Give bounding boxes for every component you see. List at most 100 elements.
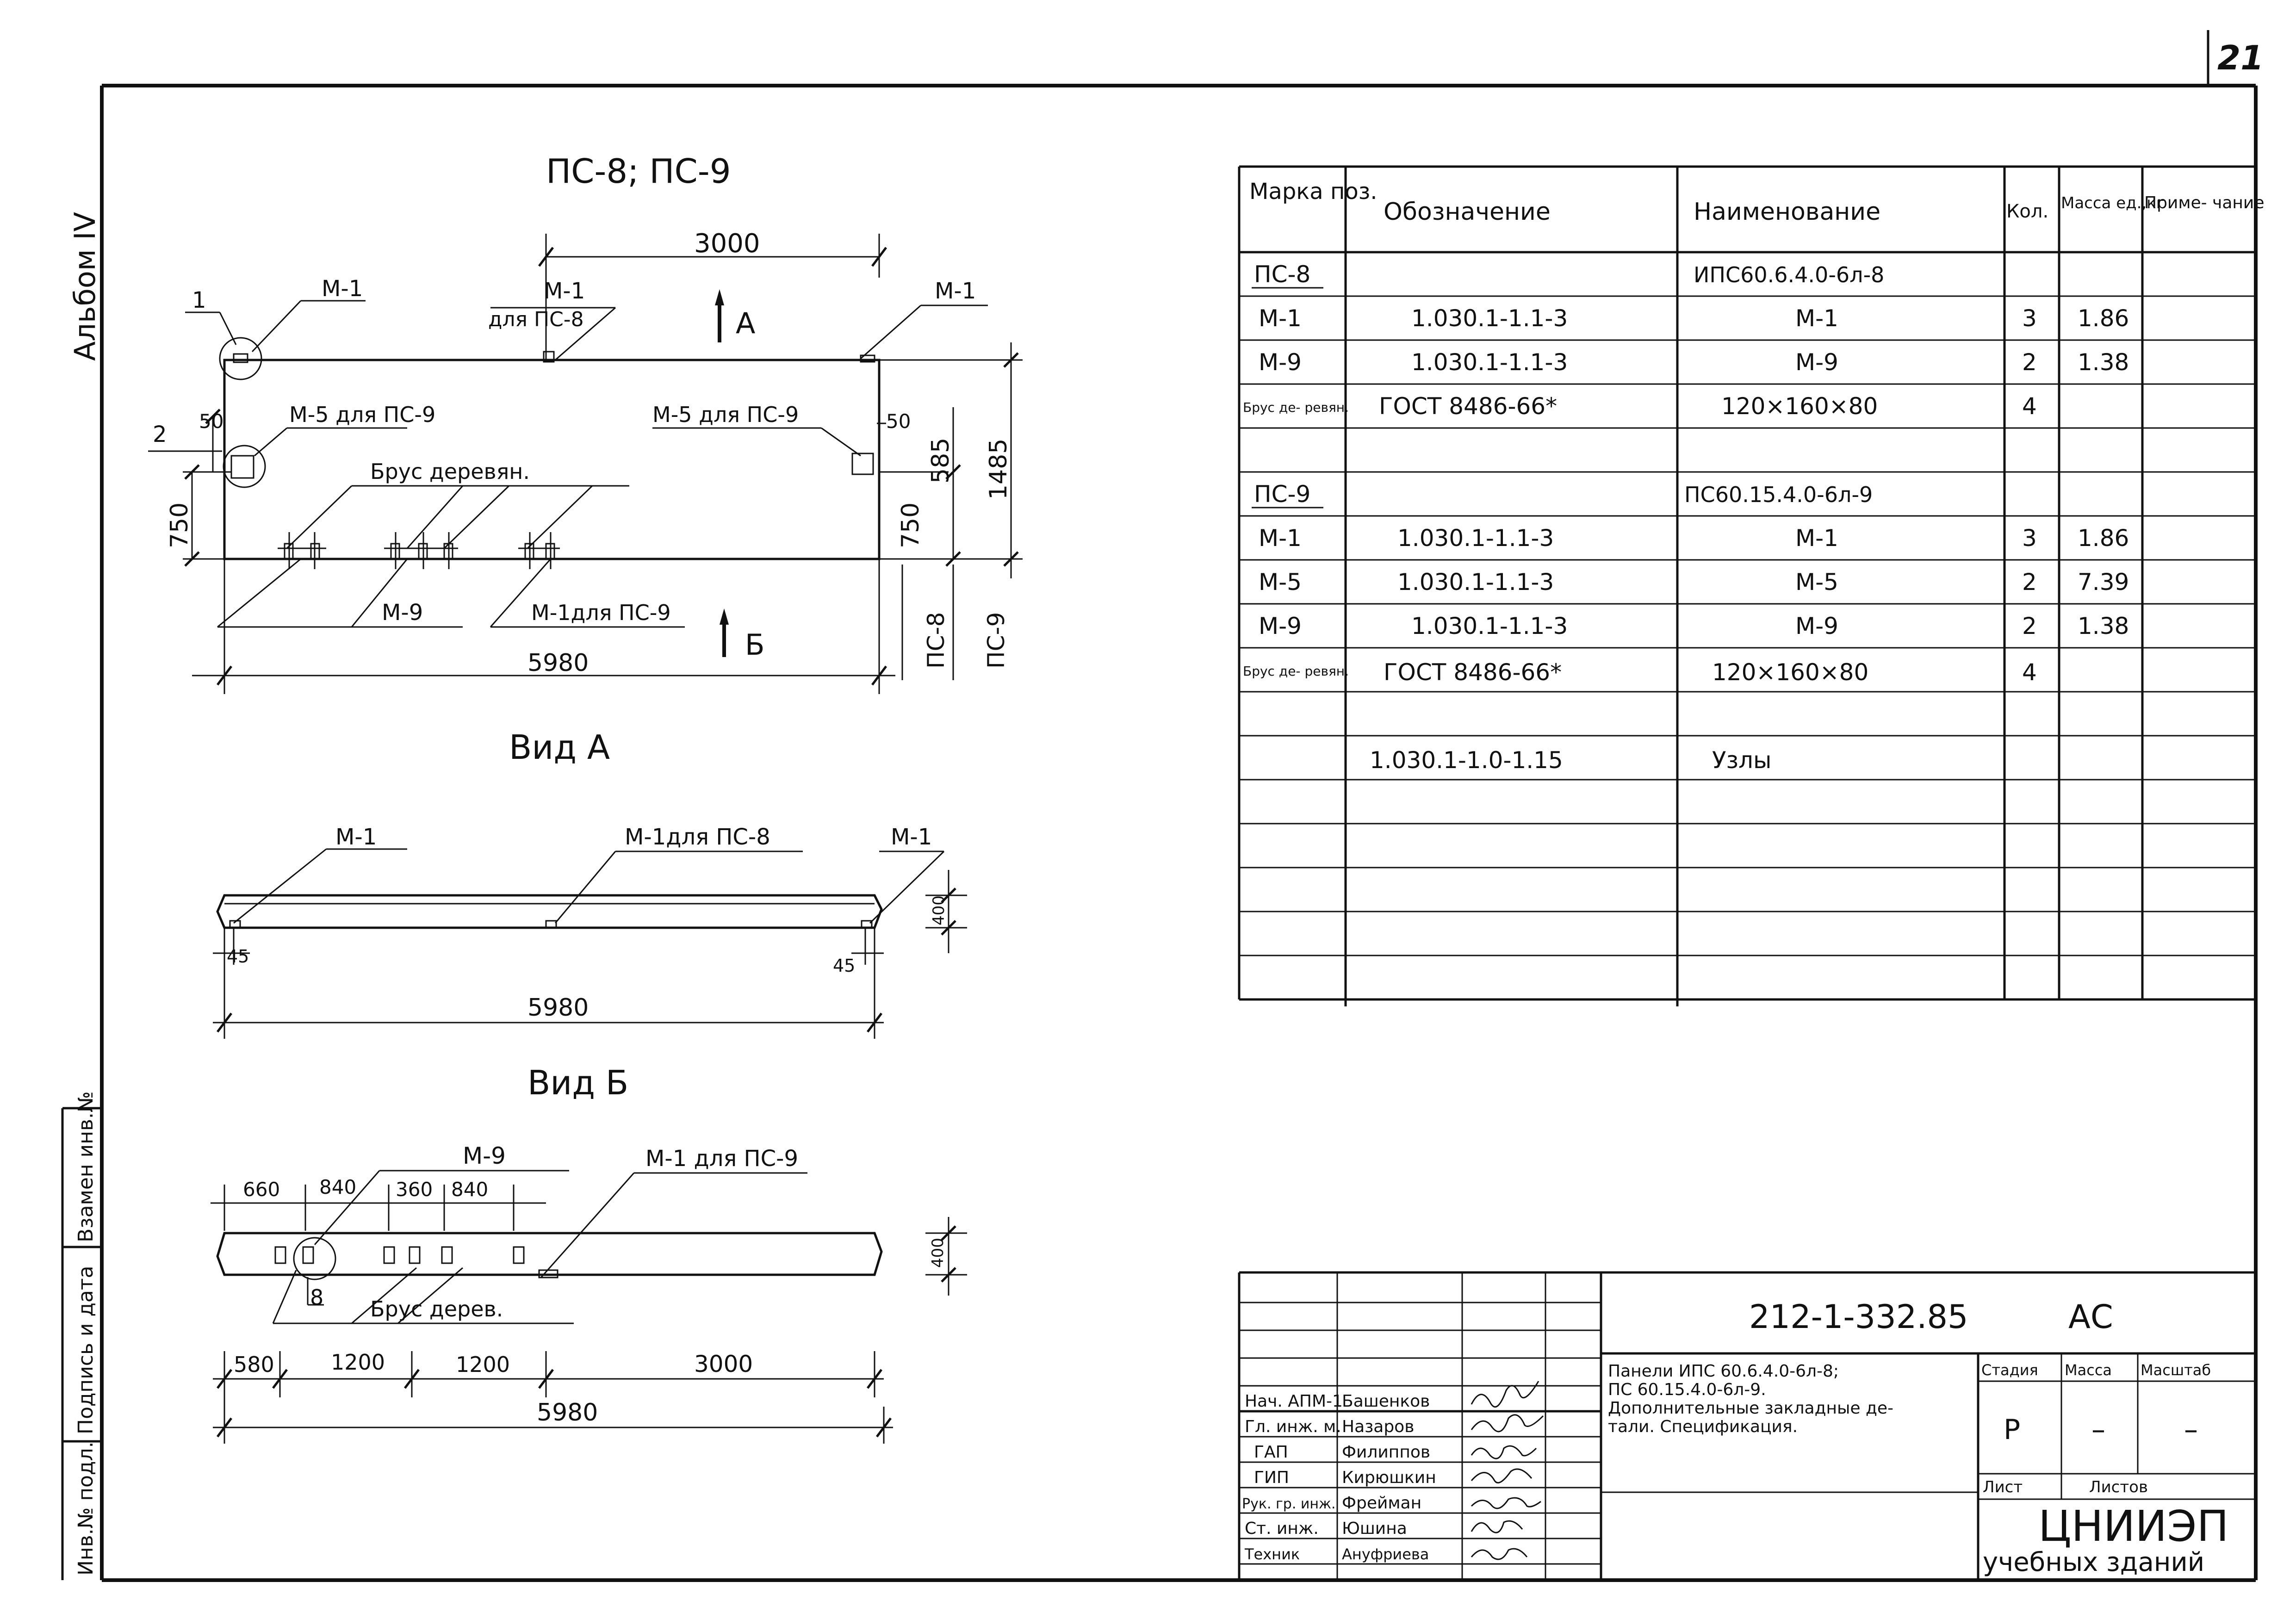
spec-cell-qty: 3 [2022, 305, 2037, 332]
spec-cell-qty: 4 [2022, 393, 2037, 420]
view-b-position-8: 8 [310, 1285, 323, 1310]
spec-cell-mass: 7.39 [2078, 569, 2129, 596]
view-a-label-m1-left: М-1 [335, 824, 377, 850]
label-m5-left: М-5 для ПС-9 [289, 402, 435, 427]
staff-name: Башенков [1342, 1392, 1430, 1411]
view-b-label-brus: Брус дерев. [370, 1297, 503, 1321]
spec-cell-mark: М-1 [1259, 525, 1302, 552]
spec-cell-mark: ПС-8 [1254, 261, 1310, 288]
scale-label: Масштаб [2141, 1361, 2211, 1379]
staff-role: Техник [1244, 1545, 1300, 1563]
main-drawing-title: ПС-8; ПС-9 [546, 152, 731, 191]
spec-cell-qty: 3 [2022, 525, 2037, 552]
view-b-dim-660: 660 [243, 1178, 280, 1201]
view-b-dim-400: 400 [929, 1238, 947, 1268]
document-suffix: АС [2068, 1298, 2113, 1336]
spec-header-note: Приме- чание [2144, 193, 2264, 212]
mass-value: – [2091, 1414, 2105, 1446]
sheet-number: 21 [2217, 38, 2264, 77]
stamp-replacement: Взамен инв.№ [74, 1091, 98, 1242]
view-a: Вид А М-1 М-1для ПС-8 М-1 400 45 45 [213, 728, 967, 1039]
view-b-dim-1200-a: 1200 [331, 1350, 385, 1375]
side-label-ps8: ПС-8 [923, 612, 949, 669]
staff-role: Рук. гр. инж. [1242, 1496, 1336, 1512]
spec-cell-name: М-1 [1795, 305, 1838, 332]
spec-row-lines [1239, 295, 2256, 956]
staff-name: Филиппов [1342, 1443, 1430, 1462]
spec-cell-qty: 4 [2022, 659, 2037, 686]
position-2: 2 [153, 422, 167, 447]
dim-750-right: 750 [897, 503, 925, 548]
spec-cell-qty: 2 [2022, 569, 2037, 596]
description-line-1: Панели ИПС 60.6.4.0-6л-8; [1608, 1362, 1839, 1381]
label-m1-center-sub: для ПС-8 [488, 308, 584, 331]
spec-header-qty: Кол. [2006, 201, 2048, 222]
sheets-label: Листов [2089, 1478, 2148, 1496]
spec-cell-qty: 2 [2022, 613, 2037, 639]
spec-cell-mass: 1.86 [2078, 305, 2129, 332]
spec-cell-mark: Брус де- ревян. [1243, 664, 1349, 679]
dim-50-right: 50 [886, 410, 911, 433]
sheet-label: Лист [1983, 1478, 2023, 1496]
section-arrow-a: А [736, 306, 755, 340]
spec-cell-des: ГОСТ 8486-66* [1384, 659, 1562, 686]
spec-header-mass: Масса ед.,кг [2061, 194, 2165, 212]
stage-value: Р [2004, 1414, 2020, 1446]
spec-cell-mass: 1.38 [2078, 349, 2129, 376]
spec-cell-mark: М-9 [1259, 349, 1302, 376]
view-a-label-m1-center: М-1для ПС-8 [625, 824, 770, 850]
staff-role: ГИП [1254, 1468, 1289, 1487]
document-code: 212-1-332.85 [1749, 1298, 1968, 1336]
stamp-signature-date: Подпись и дата [74, 1266, 98, 1434]
spec-cell-mark: М-1 [1259, 305, 1302, 332]
description-line-4: тали. Спецификация. [1608, 1417, 1798, 1436]
side-label-ps9: ПС-9 [983, 612, 1010, 669]
spec-cell-des: 1.030.1-1.1-3 [1397, 569, 1554, 596]
position-1: 1 [192, 287, 206, 313]
staff-name: Назаров [1342, 1417, 1414, 1436]
label-m1-left: М-1 [322, 276, 363, 302]
dim-1485: 1485 [985, 439, 1012, 500]
sheet-frame [100, 30, 2258, 1582]
staff-role: Гл. инж. м. [1245, 1417, 1341, 1436]
view-b-label-m1-ps9: М-1 для ПС-9 [645, 1146, 798, 1172]
view-a-dim-45-right: 45 [833, 955, 855, 976]
spec-cell-name: М-9 [1795, 349, 1838, 376]
side-stamp: Инв.№ подл. Подпись и дата Взамен инв.№ [61, 1091, 102, 1580]
spec-cell-name: 120×160×80 [1712, 659, 1868, 686]
view-b-dim-5980: 5980 [537, 1399, 598, 1427]
spec-cell-qty: 2 [2022, 349, 2037, 376]
view-b-dim-360: 360 [396, 1178, 433, 1201]
dim-585: 585 [927, 438, 955, 484]
spec-cell-des: 1.030.1-1.1-3 [1411, 305, 1568, 332]
dim-750-left: 750 [166, 503, 193, 548]
label-m1-center: М-1 [544, 278, 585, 304]
spec-cell-name: ПС60.15.4.0-6л-9 [1684, 482, 1873, 507]
spec-header-mark: Марка поз. [1249, 179, 1378, 205]
spec-cell-mass: 1.86 [2078, 525, 2129, 552]
view-b-title: Вид Б [527, 1063, 628, 1102]
main-drawing: ПС-8; ПС-9 3000 М-1 для ПС-8 А М-1 1 [148, 152, 1023, 694]
spec-cell-name: М-9 [1795, 613, 1838, 639]
view-a-label-m1-right: М-1 [891, 824, 932, 850]
view-b-dim-840-a: 840 [319, 1176, 356, 1198]
view-a-title: Вид А [509, 728, 610, 767]
view-b: Вид Б 660 840 360 840 М-9 М-1 для ПС-9 [211, 1063, 967, 1444]
bottom-inserts [278, 532, 560, 569]
view-a-dim-45-left: 45 [227, 946, 249, 967]
view-b-dim-1200-b: 1200 [456, 1352, 510, 1377]
dim-5980-main: 5980 [527, 649, 589, 677]
spec-cell-name: 120×160×80 [1721, 393, 1878, 420]
spec-cell-des: 1.030.1-1.1-3 [1397, 525, 1554, 552]
label-m1-right: М-1 [935, 278, 976, 304]
dim-3000-top: 3000 [694, 229, 760, 259]
spec-cell-name: М-5 [1795, 569, 1838, 596]
panel-outline [223, 359, 881, 560]
spec-cell-mass: 1.38 [2078, 613, 2129, 639]
staff-role: Ст. инж. [1245, 1519, 1319, 1538]
view-b-label-m9: М-9 [463, 1142, 506, 1169]
spec-cell-des: 1.030.1-1.1-3 [1411, 613, 1568, 639]
organization-name: ЦНИИЭП [2038, 1501, 2229, 1551]
view-b-dim-840-b: 840 [451, 1178, 488, 1201]
